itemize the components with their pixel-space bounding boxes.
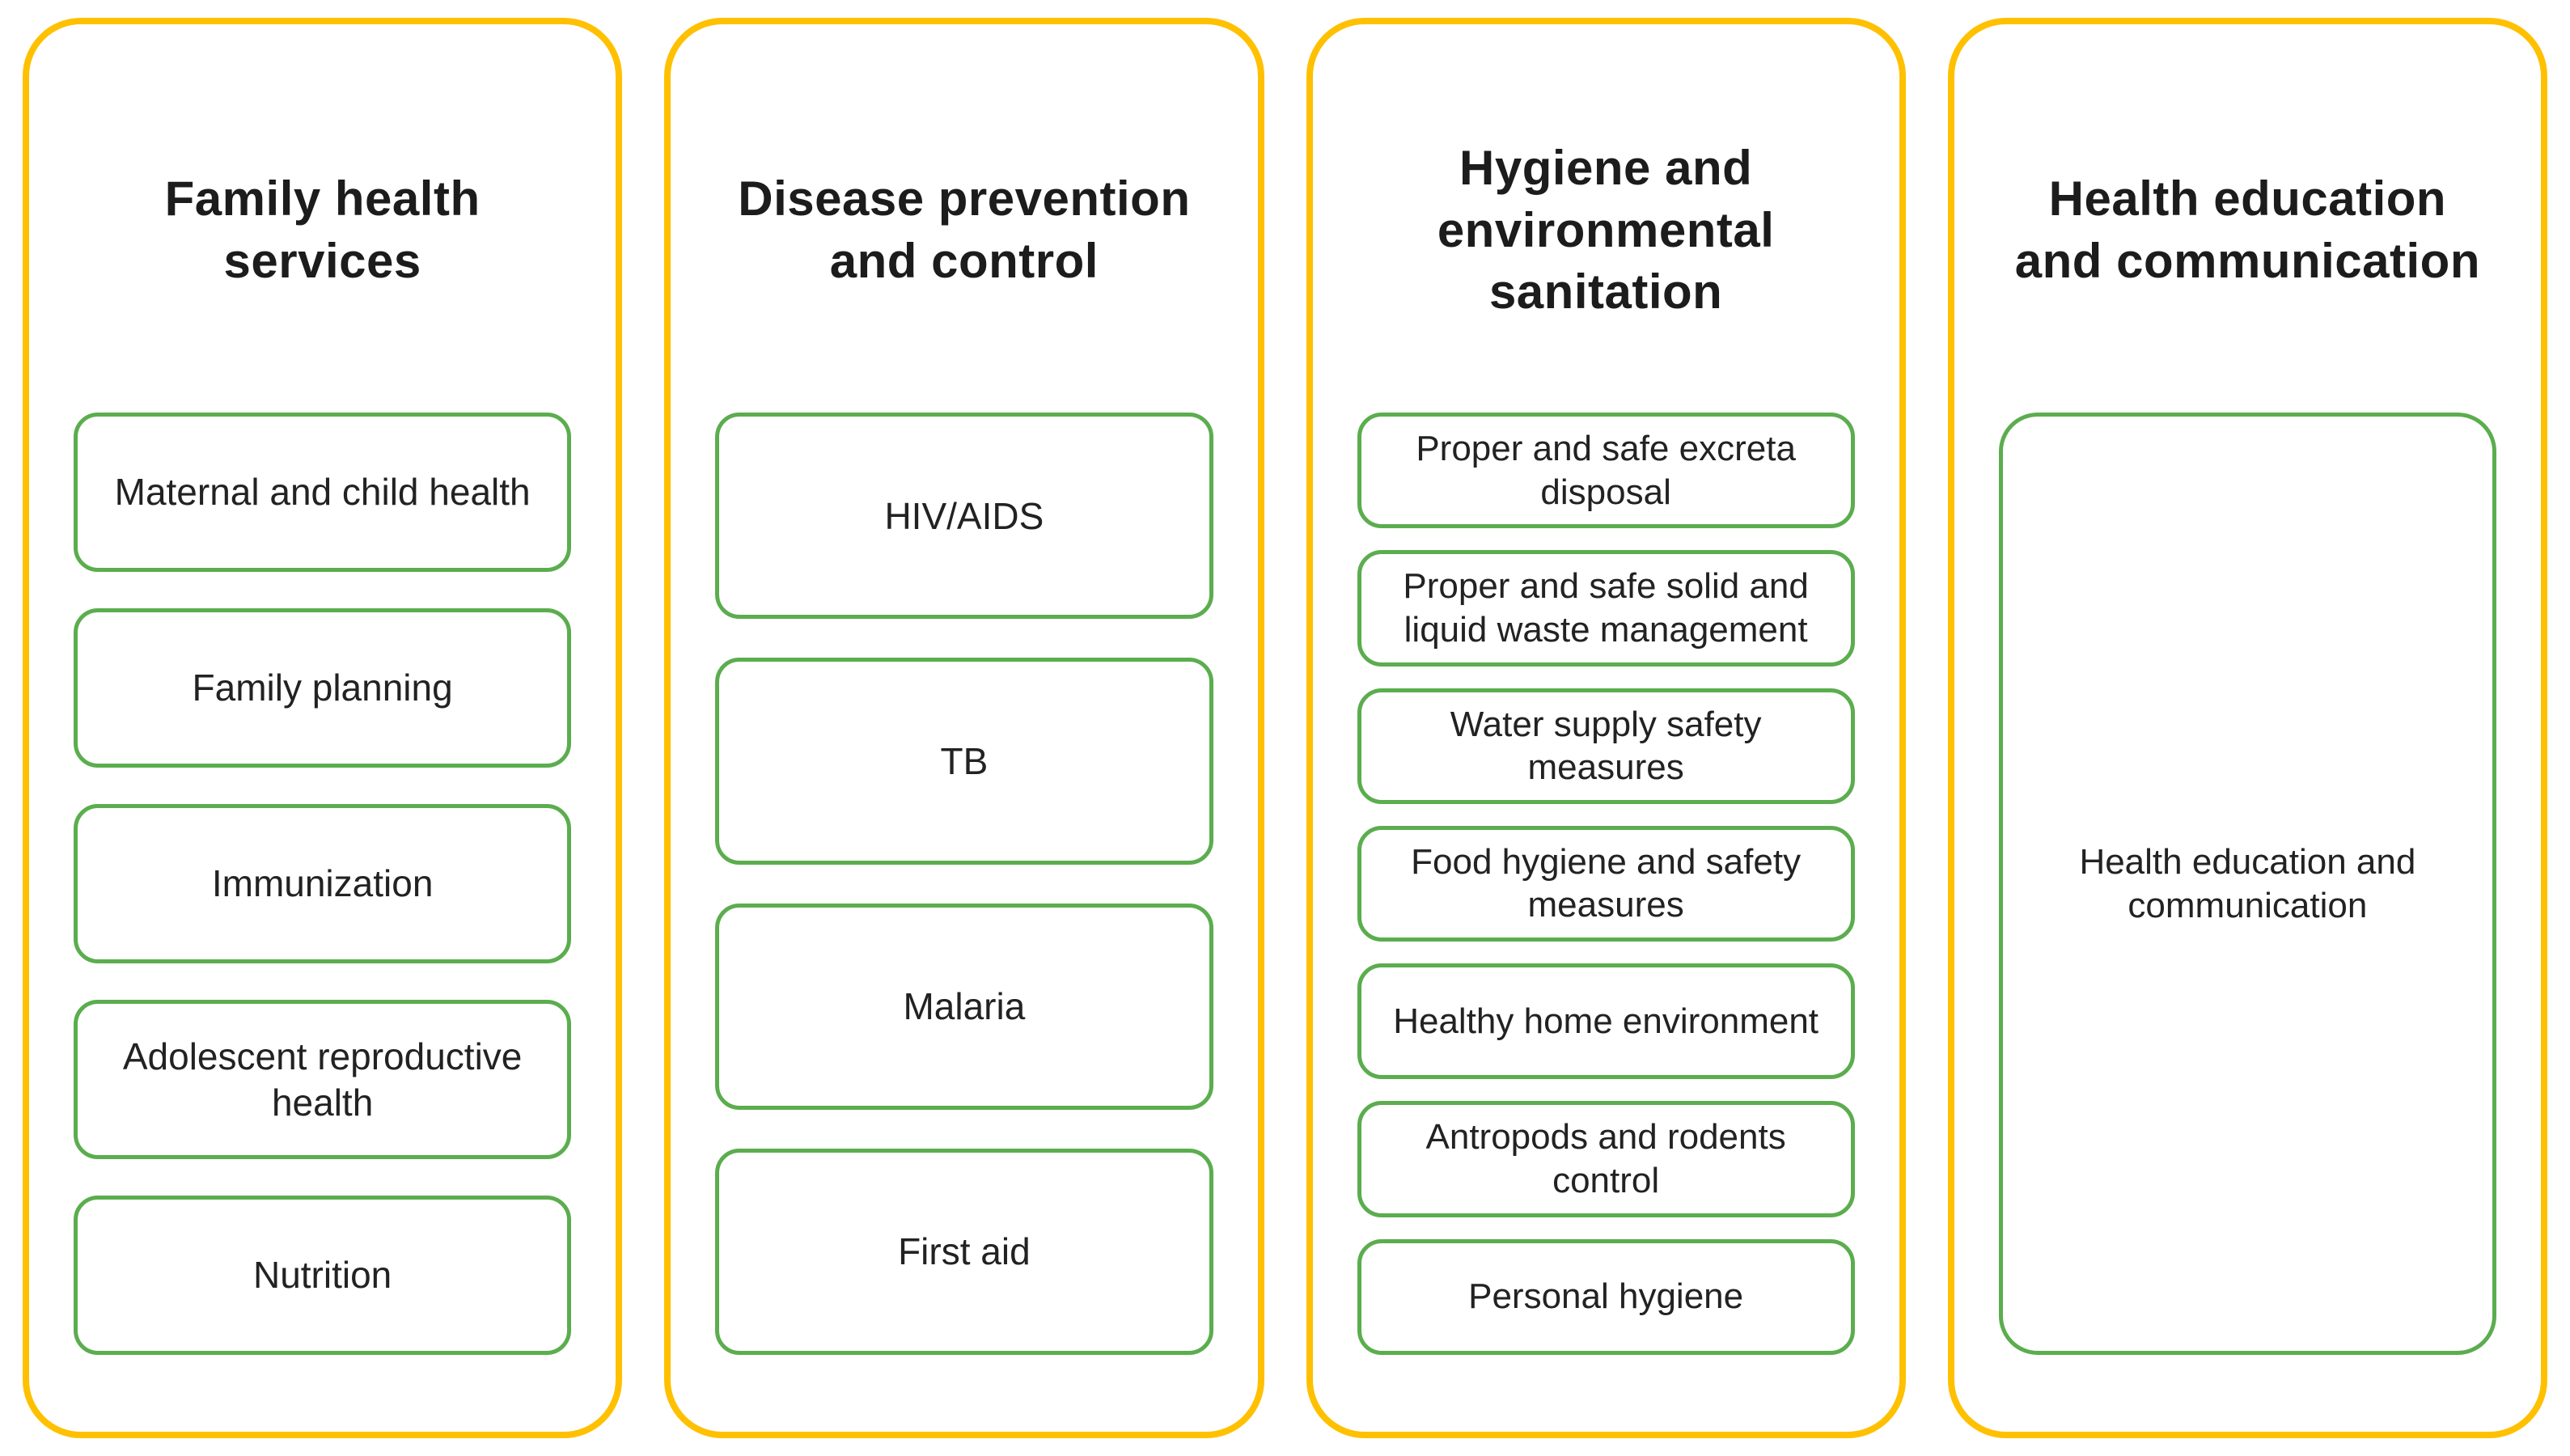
column-health-education-and-communication: Health education and communication Healt… bbox=[1947, 18, 2547, 1438]
item-box: Adolescent reproductive health bbox=[74, 1000, 572, 1159]
item-label: Food hygiene and safety measures bbox=[1411, 841, 1802, 925]
item-label: First aid bbox=[898, 1230, 1031, 1273]
column-family-health-services: Family health services Maternal and chil… bbox=[23, 18, 623, 1438]
item-label: Nutrition bbox=[252, 1254, 392, 1297]
item-label: Maternal and child health bbox=[114, 471, 531, 514]
item-label: Water supply safety measures bbox=[1450, 704, 1762, 788]
item-label: HIV/AIDS bbox=[884, 494, 1044, 537]
item-label: Personal hygiene bbox=[1468, 1276, 1744, 1317]
column-title: Hygiene and environmental sanitation bbox=[1437, 140, 1775, 320]
item-box: Maternal and child health bbox=[74, 413, 572, 572]
column-hygiene-and-environmental-sanitation: Hygiene and environmental sanitation Pro… bbox=[1306, 18, 1906, 1438]
item-label: Immunization bbox=[211, 862, 434, 905]
item-box: Malaria bbox=[715, 903, 1213, 1110]
item-box: Family planning bbox=[74, 608, 572, 768]
item-label: Health education and communication bbox=[2079, 841, 2416, 925]
item-box: Nutrition bbox=[74, 1196, 572, 1355]
column-items: Maternal and child health Family plannin… bbox=[74, 413, 572, 1355]
column-title: Family health services bbox=[164, 171, 481, 288]
item-box: Proper and safe excreta disposal bbox=[1357, 413, 1855, 529]
item-label: Proper and safe solid and liquid waste m… bbox=[1403, 566, 1809, 650]
item-box: HIV/AIDS bbox=[715, 413, 1213, 620]
item-box: Antropods and rodents control bbox=[1357, 1101, 1855, 1217]
item-label: Family planning bbox=[192, 667, 453, 709]
item-label: TB bbox=[940, 739, 989, 782]
item-label: Adolescent reproductive health bbox=[122, 1035, 523, 1124]
column-items: Health education and communication bbox=[1998, 413, 2496, 1355]
item-box: Food hygiene and safety measures bbox=[1357, 825, 1855, 942]
item-box: First aid bbox=[715, 1148, 1213, 1355]
item-box: Healthy home environment bbox=[1357, 963, 1855, 1080]
item-box: TB bbox=[715, 658, 1213, 865]
item-label: Proper and safe excreta disposal bbox=[1416, 428, 1796, 512]
column-items: HIV/AIDS TB Malaria First aid bbox=[715, 413, 1213, 1355]
column-items: Proper and safe excreta disposal Proper … bbox=[1357, 413, 1855, 1355]
item-label: Malaria bbox=[903, 985, 1026, 1028]
item-label: Antropods and rodents control bbox=[1425, 1117, 1786, 1201]
item-box: Health education and communication bbox=[1998, 413, 2496, 1355]
column-title: Disease prevention and control bbox=[738, 171, 1191, 288]
item-box: Immunization bbox=[74, 804, 572, 963]
item-box: Water supply safety measures bbox=[1357, 688, 1855, 804]
column-disease-prevention-and-control: Disease prevention and control HIV/AIDS … bbox=[664, 18, 1264, 1438]
item-box: Proper and safe solid and liquid waste m… bbox=[1357, 550, 1855, 667]
item-box: Personal hygiene bbox=[1357, 1238, 1855, 1355]
column-title: Health education and communication bbox=[2014, 171, 2480, 288]
item-label: Healthy home environment bbox=[1393, 1001, 1819, 1041]
